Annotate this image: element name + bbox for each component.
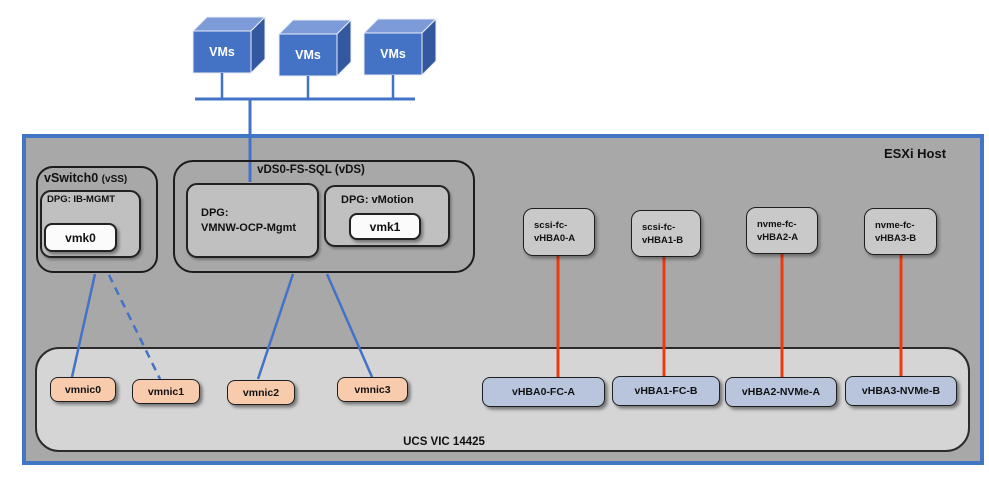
vmnic2-box: vmnic2 [227, 380, 295, 405]
vswitch0-name: vSwitch0 [44, 171, 99, 185]
vswitch0-box [36, 166, 158, 273]
vhba2-nvme-a-box: vHBA2-NVMe-A [725, 377, 837, 407]
vm-cube-label: VMs [209, 45, 235, 59]
vmnic3-box: vmnic3 [337, 377, 408, 402]
vm-cube-label: VMs [380, 47, 406, 61]
adapter-label-line1: scsi-fc- [642, 221, 676, 233]
vm-cube-label: VMs [295, 48, 321, 62]
vmk0-box: vmk0 [44, 223, 117, 252]
adapter-scsi-fc-vhba0-a: scsi-fc- vHBA0-A [523, 208, 595, 256]
adapter-label-line1: nvme-fc- [757, 218, 797, 230]
vswitch0-title: vSwitch0 (vSS) [44, 171, 127, 185]
dpg-vmnw-label-line1: DPG: [201, 206, 229, 219]
vmk1-box: vmk1 [349, 213, 421, 240]
ucs-vic-label: UCS VIC 14425 [403, 436, 485, 448]
dpg-ib-mgmt-label: DPG: IB-MGMT [47, 194, 116, 205]
adapter-label-line2: vHBA3-B [875, 232, 917, 244]
adapter-nvme-fc-vhba2-a: nvme-fc- vHBA2-A [746, 207, 818, 254]
esxi-host-label: ESXi Host [883, 146, 947, 161]
vds-box [173, 160, 475, 273]
dpg-vmnw-ocp-mgmt-box: DPG: VMNW-OCP-Mgmt [186, 183, 319, 258]
adapter-scsi-fc-vhba1-b: scsi-fc- vHBA1-B [631, 210, 701, 257]
vhba3-nvme-b-box: vHBA3-NVMe-B [845, 376, 957, 406]
vmnic0-box: vmnic0 [50, 377, 116, 402]
vds-title: vDS0-FS-SQL (vDS) [257, 164, 365, 176]
dpg-vmotion-label: DPG: vMotion [341, 194, 414, 206]
vswitch0-type: (vSS) [101, 174, 128, 185]
adapter-label-line2: vHBA2-A [757, 231, 799, 243]
adapter-label-line2: vHBA0-A [534, 233, 576, 244]
adapter-label-line1: nvme-fc- [875, 219, 915, 231]
vmnic1-box: vmnic1 [132, 379, 200, 404]
vhba0-fc-a-box: vHBA0-FC-A [482, 377, 605, 407]
adapter-nvme-fc-vhba3-b: nvme-fc- vHBA3-B [864, 208, 937, 255]
adapter-label-line1: scsi-fc- [534, 220, 568, 231]
vhba1-fc-b-box: vHBA1-FC-B [612, 376, 720, 406]
adapter-label-line2: vHBA1-B [642, 234, 684, 246]
dpg-vmnw-label-line2: VMNW-OCP-Mgmt [201, 221, 297, 234]
